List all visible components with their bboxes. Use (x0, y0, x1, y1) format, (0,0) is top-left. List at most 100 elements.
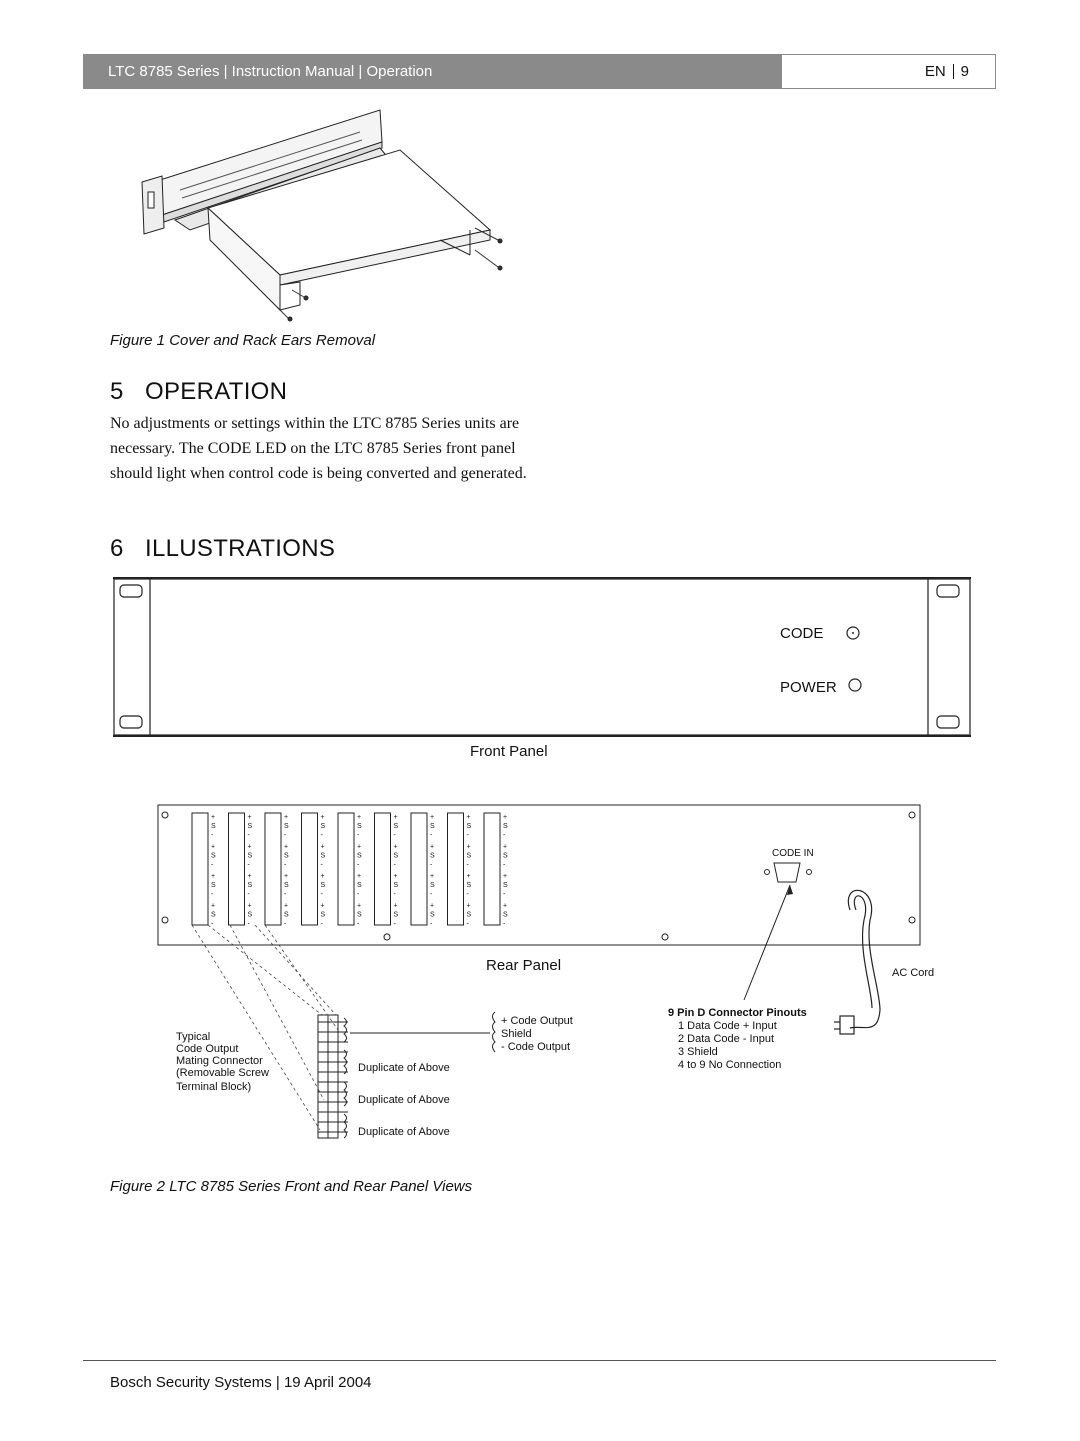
terminal-mark: + (248, 844, 252, 851)
language-code: EN (924, 63, 946, 80)
cover-removal-drawing (141, 109, 503, 322)
connector-brace (343, 1113, 347, 1139)
pinout-item: 2 Data Code - Input (678, 1033, 774, 1045)
code-led-label: CODE (780, 625, 823, 642)
terminal-mark: - (248, 921, 251, 928)
terminal-mark: + (394, 814, 398, 821)
terminal-mark: S (357, 882, 362, 889)
terminal-mark: S (430, 823, 435, 830)
terminal-mark: S (321, 912, 326, 919)
power-led-label: POWER (780, 679, 837, 696)
terminal-mark: - (430, 832, 433, 839)
terminal-mark: - (503, 921, 506, 928)
terminal-mark: + (430, 844, 434, 851)
duplicate-label: Duplicate of Above (358, 1094, 450, 1106)
terminal-mark: - (357, 891, 360, 898)
pin-legend-item: - Code Output (501, 1041, 570, 1053)
terminal-mark: + (357, 814, 361, 821)
terminal-mark: - (357, 832, 360, 839)
terminal-mark: S (357, 853, 362, 860)
terminal-block (374, 812, 391, 926)
terminal-mark: + (321, 903, 325, 910)
terminal-mark: + (248, 873, 252, 880)
section-6-number: 6 (110, 535, 124, 562)
terminal-mark: - (394, 862, 397, 869)
terminal-mark: + (211, 814, 215, 821)
terminal-mark: S (430, 853, 435, 860)
section-6-title: ILLUSTRATIONS (145, 535, 336, 562)
section-5-title: OPERATION (145, 378, 288, 405)
mating-connector (317, 1014, 339, 1139)
terminal-mark: - (430, 862, 433, 869)
connector-label-line: Typical (176, 1031, 210, 1043)
terminal-mark: + (467, 873, 471, 880)
page-number: 9 (960, 63, 969, 80)
terminal-mark: - (321, 832, 324, 839)
terminal-mark: S (211, 882, 216, 889)
terminal-mark: - (430, 891, 433, 898)
section-6-heading: 6 ILLUSTRATIONS (110, 535, 335, 563)
terminal-mark: + (357, 873, 361, 880)
terminal-mark: S (394, 912, 399, 919)
terminal-mark: - (211, 891, 214, 898)
terminal-mark: + (321, 873, 325, 880)
page-header: LTC 8785 Series | Instruction Manual | O… (83, 54, 996, 89)
terminal-mark: S (503, 912, 508, 919)
front-panel-drawing: CODE POWER (113, 577, 971, 737)
terminal-mark: + (284, 903, 288, 910)
terminal-mark: S (430, 912, 435, 919)
terminal-block (191, 812, 209, 926)
terminal-mark: S (467, 853, 472, 860)
rear-panel-drawing: + S - + S - + S - + S - + S - + S - + S - + S - + S - + S - + S - + S - + S - +… (157, 804, 934, 1139)
code-in-connector (764, 862, 812, 883)
terminal-mark: S (284, 912, 289, 919)
connector-label-line: Terminal Block) (176, 1081, 251, 1093)
terminal-mark: - (248, 862, 251, 869)
terminal-mark: + (467, 844, 471, 851)
terminal-mark: + (357, 844, 361, 851)
terminal-mark: S (248, 882, 253, 889)
header-separator (952, 64, 954, 79)
terminal-block (264, 812, 282, 926)
terminal-mark: + (248, 814, 252, 821)
pin-legend-item: + Code Output (501, 1015, 573, 1027)
terminal-mark: S (211, 823, 216, 830)
connector-brace (343, 1049, 347, 1075)
ac-cord-label: AC Cord (892, 967, 934, 979)
terminal-mark: - (248, 891, 251, 898)
terminal-mark: + (467, 814, 471, 821)
terminal-mark: S (248, 853, 253, 860)
terminal-mark: - (467, 891, 470, 898)
terminal-mark: S (248, 823, 253, 830)
terminal-mark: - (211, 921, 214, 928)
terminal-mark: + (430, 814, 434, 821)
terminal-mark: - (503, 891, 506, 898)
terminal-mark: - (248, 832, 251, 839)
terminal-mark: - (321, 921, 324, 928)
duplicate-label: Duplicate of Above (358, 1062, 450, 1074)
terminal-mark: S (211, 912, 216, 919)
terminal-mark: S (430, 882, 435, 889)
terminal-mark: - (503, 862, 506, 869)
terminal-mark: + (284, 844, 288, 851)
terminal-mark: - (284, 891, 287, 898)
ac-cord (834, 889, 881, 1035)
pinouts-title: 9 Pin D Connector Pinouts (668, 1007, 807, 1019)
terminal-mark: S (503, 882, 508, 889)
terminal-mark: + (430, 903, 434, 910)
terminal-mark: S (321, 823, 326, 830)
terminal-mark: - (211, 862, 214, 869)
terminal-mark: + (211, 844, 215, 851)
terminal-mark: + (357, 903, 361, 910)
terminal-mark: - (394, 832, 397, 839)
terminal-mark: + (211, 873, 215, 880)
terminal-mark: - (211, 832, 214, 839)
terminal-mark: S (467, 912, 472, 919)
terminal-mark: S (503, 853, 508, 860)
terminal-mark: S (284, 823, 289, 830)
terminal-mark: + (284, 873, 288, 880)
pinout-item: 1 Data Code + Input (678, 1020, 777, 1032)
terminal-mark: S (321, 882, 326, 889)
terminal-mark: - (467, 921, 470, 928)
